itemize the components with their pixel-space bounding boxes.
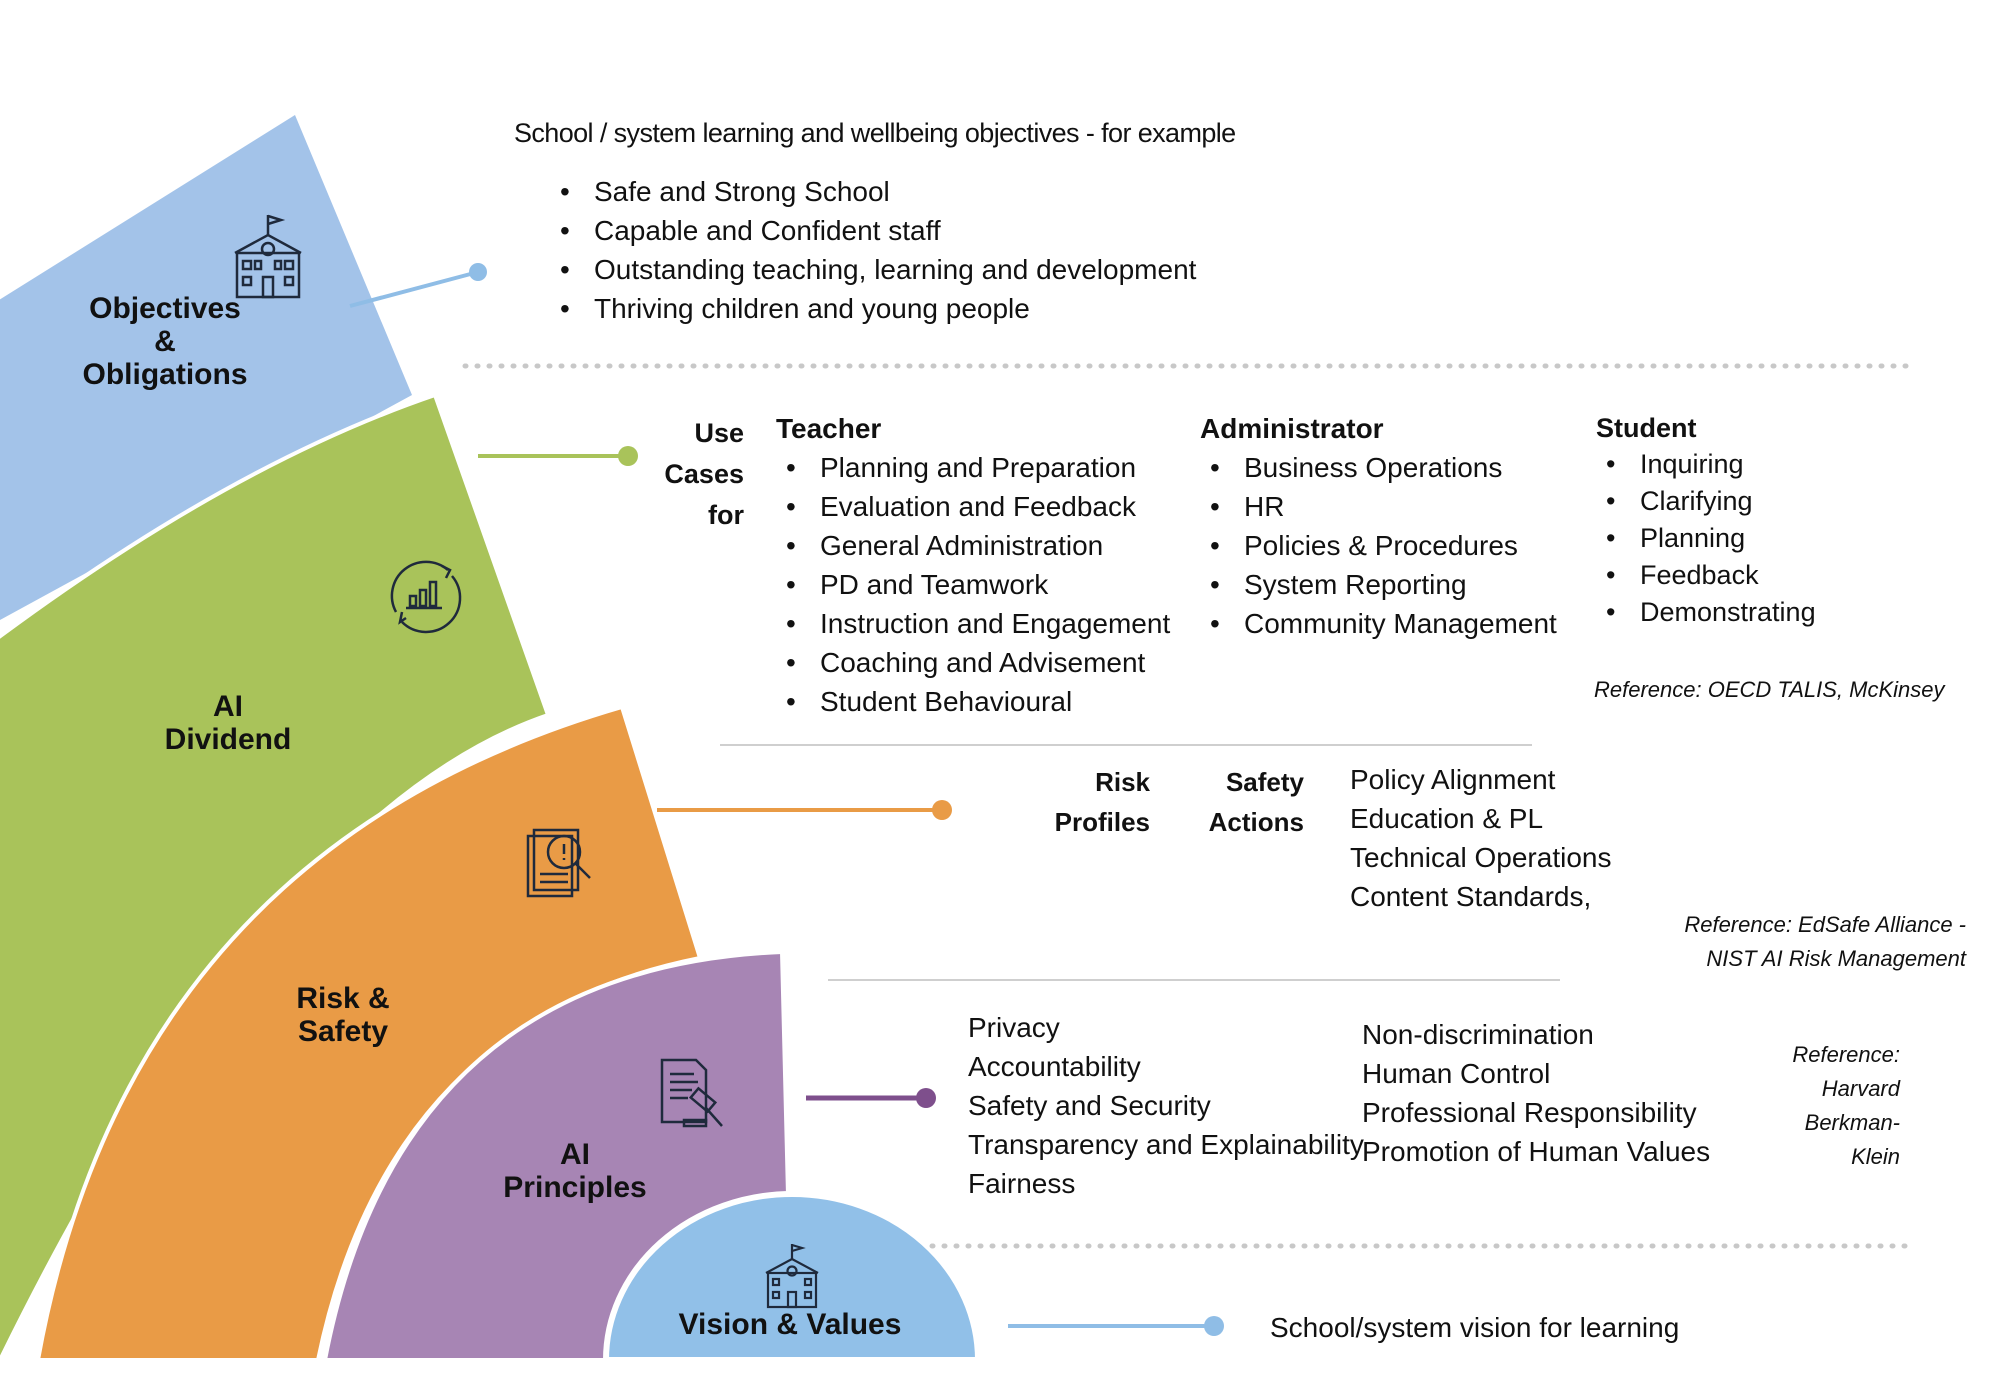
school-building-icon	[234, 214, 302, 299]
dividend-label-line: AI	[213, 690, 243, 723]
administrator-title: Administrator	[1200, 413, 1384, 444]
vision-half-circle	[602, 1191, 982, 1363]
objective-item: Thriving children and young people	[548, 289, 1196, 328]
administrator-item: Community Management	[1198, 604, 1557, 643]
principles-label-line: Principles	[503, 1171, 647, 1204]
objective-item: Outstanding teaching, learning and devel…	[548, 250, 1196, 289]
vision-label: Vision & Values	[678, 1308, 902, 1341]
risk-profiles-line: Risk	[1095, 767, 1150, 797]
principles-column-2: Non-discrimination Human Control Profess…	[1362, 1015, 1710, 1171]
risk-reference-line: Reference: EdSafe Alliance -	[1684, 912, 1966, 937]
principles-reference-line: Berkman-	[1804, 1110, 1900, 1135]
vision-text: School/system vision for learning	[1270, 1312, 1680, 1343]
risk-label-line: Safety	[297, 1015, 389, 1048]
risk-connector	[657, 800, 952, 820]
administrator-item: Business Operations	[1198, 448, 1557, 487]
safety-actions-line: Safety	[1225, 767, 1304, 797]
objective-item: Capable and Confident staff	[548, 211, 1196, 250]
teacher-item: Coaching and Advisement	[774, 643, 1170, 682]
use-cases-heading-line: for	[708, 500, 744, 530]
principles-reference-line: Klein	[1851, 1144, 1900, 1169]
principle-item: Transparency and Explainability	[968, 1129, 1364, 1160]
risk-label-line: Risk &	[296, 982, 390, 1015]
administrator-list: Business Operations HR Policies & Proced…	[1198, 448, 1557, 643]
principle-item: Promotion of Human Values	[1362, 1136, 1711, 1167]
principles-label-line: AI	[560, 1138, 590, 1171]
legal-document-gavel-icon	[660, 1058, 723, 1128]
objectives-label-line: Objectives	[89, 292, 241, 325]
objectives-list: Safe and Strong School Capable and Confi…	[548, 172, 1196, 328]
safety-action-item: Policy Alignment	[1350, 764, 1556, 795]
student-list: Inquiring Clarifying Planning Feedback D…	[1594, 446, 1816, 631]
use-cases-heading: Use Cases for	[640, 413, 744, 536]
teacher-item: Student Behavioural	[774, 682, 1170, 721]
administrator-column: Administrator Business Operations HR Pol…	[1200, 410, 1557, 643]
principles-ring-label: AI Principles	[485, 1138, 665, 1204]
risk-profiles-heading: Risk Profiles	[1020, 762, 1150, 842]
objectives-label-line: Obligations	[82, 358, 248, 391]
administrator-item: Policies & Procedures	[1198, 526, 1557, 565]
principles-connector	[806, 1088, 936, 1108]
dividend-ring-label: AI Dividend	[148, 690, 308, 756]
document-magnifier-alert-icon	[526, 828, 591, 898]
principle-item: Human Control	[1362, 1058, 1551, 1089]
dividend-connector	[478, 446, 638, 466]
student-item: Clarifying	[1594, 483, 1816, 520]
safety-action-item: Content Standards,	[1350, 881, 1592, 912]
teacher-column: Teacher Planning and Preparation Evaluat…	[776, 410, 1170, 721]
safety-action-item: Education & PL	[1350, 803, 1544, 834]
principle-item: Professional Responsibility	[1362, 1097, 1697, 1128]
administrator-item: System Reporting	[1198, 565, 1557, 604]
principle-item: Non-discrimination	[1362, 1019, 1594, 1050]
principles-reference-line: Reference:	[1792, 1042, 1900, 1067]
objectives-label-line: &	[154, 325, 176, 358]
student-title: Student	[1596, 413, 1697, 443]
student-item: Feedback	[1594, 557, 1816, 594]
student-column: Student Inquiring Clarifying Planning Fe…	[1596, 410, 1816, 631]
risk-profiles-line: Profiles	[1054, 807, 1150, 837]
teacher-item: Planning and Preparation	[774, 448, 1170, 487]
risk-ring-label: Risk & Safety	[268, 982, 418, 1048]
principle-item: Accountability	[968, 1051, 1141, 1082]
student-item: Inquiring	[1594, 446, 1816, 483]
safety-actions-heading: Safety Actions	[1180, 762, 1304, 842]
teacher-item: Evaluation and Feedback	[774, 487, 1170, 526]
teacher-list: Planning and Preparation Evaluation and …	[774, 448, 1170, 721]
teacher-item: PD and Teamwork	[774, 565, 1170, 604]
vision-connector	[1008, 1316, 1224, 1336]
principle-item: Privacy	[968, 1012, 1060, 1043]
safety-action-item: Technical Operations	[1350, 842, 1612, 873]
principles-reference-line: Harvard	[1821, 1076, 1900, 1101]
vision-school-icon	[765, 1243, 819, 1309]
objectives-connector	[349, 263, 487, 308]
use-cases-heading-line: Use	[694, 418, 744, 448]
risk-reference: Reference: EdSafe Alliance - NIST AI Ris…	[1600, 908, 1966, 976]
use-cases-reference: Reference: OECD TALIS, McKinsey	[1594, 677, 1945, 702]
growth-chart-cycle-icon	[390, 560, 462, 634]
principle-item: Safety and Security	[968, 1090, 1211, 1121]
risk-reference-line: NIST AI Risk Management	[1706, 946, 1966, 971]
teacher-title: Teacher	[776, 413, 882, 444]
administrator-item: HR	[1198, 487, 1557, 526]
student-item: Demonstrating	[1594, 594, 1816, 631]
use-cases-heading-line: Cases	[664, 459, 744, 489]
principles-column-1: Privacy Accountability Safety and Securi…	[968, 1008, 1364, 1203]
objectives-ring-label: Objectives & Obligations	[55, 292, 275, 391]
dividend-label-line: Dividend	[164, 723, 292, 756]
objective-item: Safe and Strong School	[548, 172, 1196, 211]
objectives-ring	[0, 115, 412, 620]
teacher-item: Instruction and Engagement	[774, 604, 1170, 643]
principle-item: Fairness	[968, 1168, 1076, 1199]
safety-actions-list: Policy Alignment Education & PL Technica…	[1350, 760, 1611, 916]
objectives-intro: School / system learning and wellbeing o…	[514, 118, 1236, 148]
principles-reference: Reference: Harvard Berkman- Klein	[1740, 1038, 1900, 1174]
safety-actions-line: Actions	[1208, 807, 1304, 837]
teacher-item: General Administration	[774, 526, 1170, 565]
student-item: Planning	[1594, 520, 1816, 557]
